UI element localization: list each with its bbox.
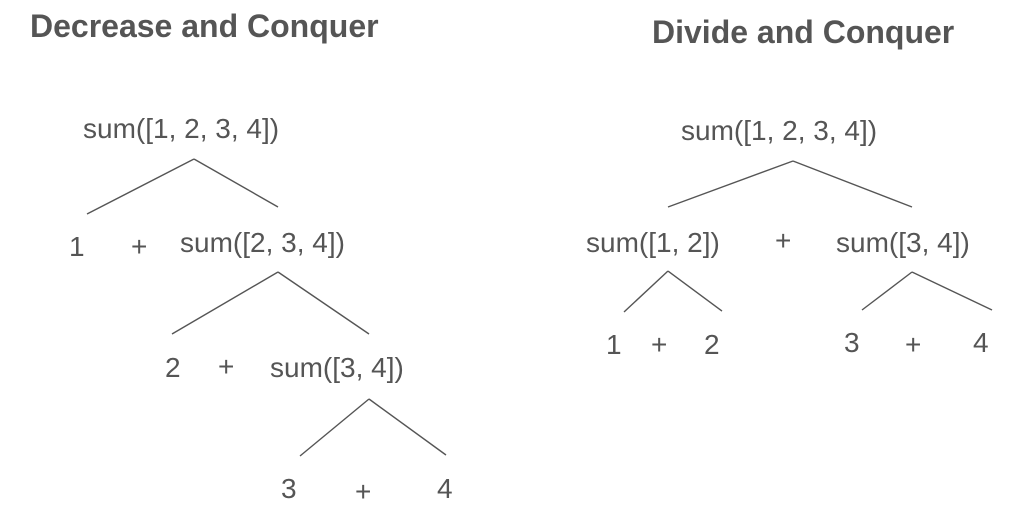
edge-div-right-to-4 [911,271,993,311]
left-l1-rest: sum([2, 3, 4]) [180,227,345,258]
left-root-node: sum([1, 2, 3, 4]) [83,113,280,144]
edge-div-left-to-2 [667,270,723,312]
left-l3-right: 4 [437,473,453,504]
right-root-node: sum([1, 2, 3, 4]) [681,115,878,146]
left-l3-left: 3 [281,473,297,504]
left-l3-plus: + [355,476,372,507]
left-l2-plus: + [218,351,235,382]
right-right-leaf-plus: + [905,329,922,360]
right-left-leaf-2: 2 [704,329,720,360]
left-l2-head: 2 [165,352,181,383]
right-split-plus: + [775,225,792,256]
edge-dc-root-to-rest [193,158,279,208]
edge-dc-l1-to-2 [171,271,279,335]
left-panel-title: Decrease and Conquer [30,8,379,44]
left-l1-head: 1 [69,231,85,262]
right-left-leaf-1: 1 [606,329,622,360]
edge-div-right-to-3 [861,271,913,311]
edge-div-root-to-left [667,160,794,208]
left-l2-rest: sum([3, 4]) [270,352,404,383]
edge-dc-l2-to-4 [368,398,447,456]
right-right-leaf-4: 4 [973,327,989,358]
edge-dc-l2-to-3 [299,398,370,457]
edge-dc-l1-to-rest [277,271,370,335]
right-split-right: sum([3, 4]) [836,227,970,258]
right-panel-title: Divide and Conquer [652,14,955,50]
right-split-left: sum([1, 2]) [586,227,720,258]
edge-div-root-to-right [792,160,913,208]
left-l1-plus: + [131,231,148,262]
right-right-leaf-3: 3 [844,327,860,358]
edge-div-left-to-1 [623,270,669,313]
right-left-leaf-plus: + [651,329,668,360]
edge-dc-root-to-1 [86,158,195,215]
